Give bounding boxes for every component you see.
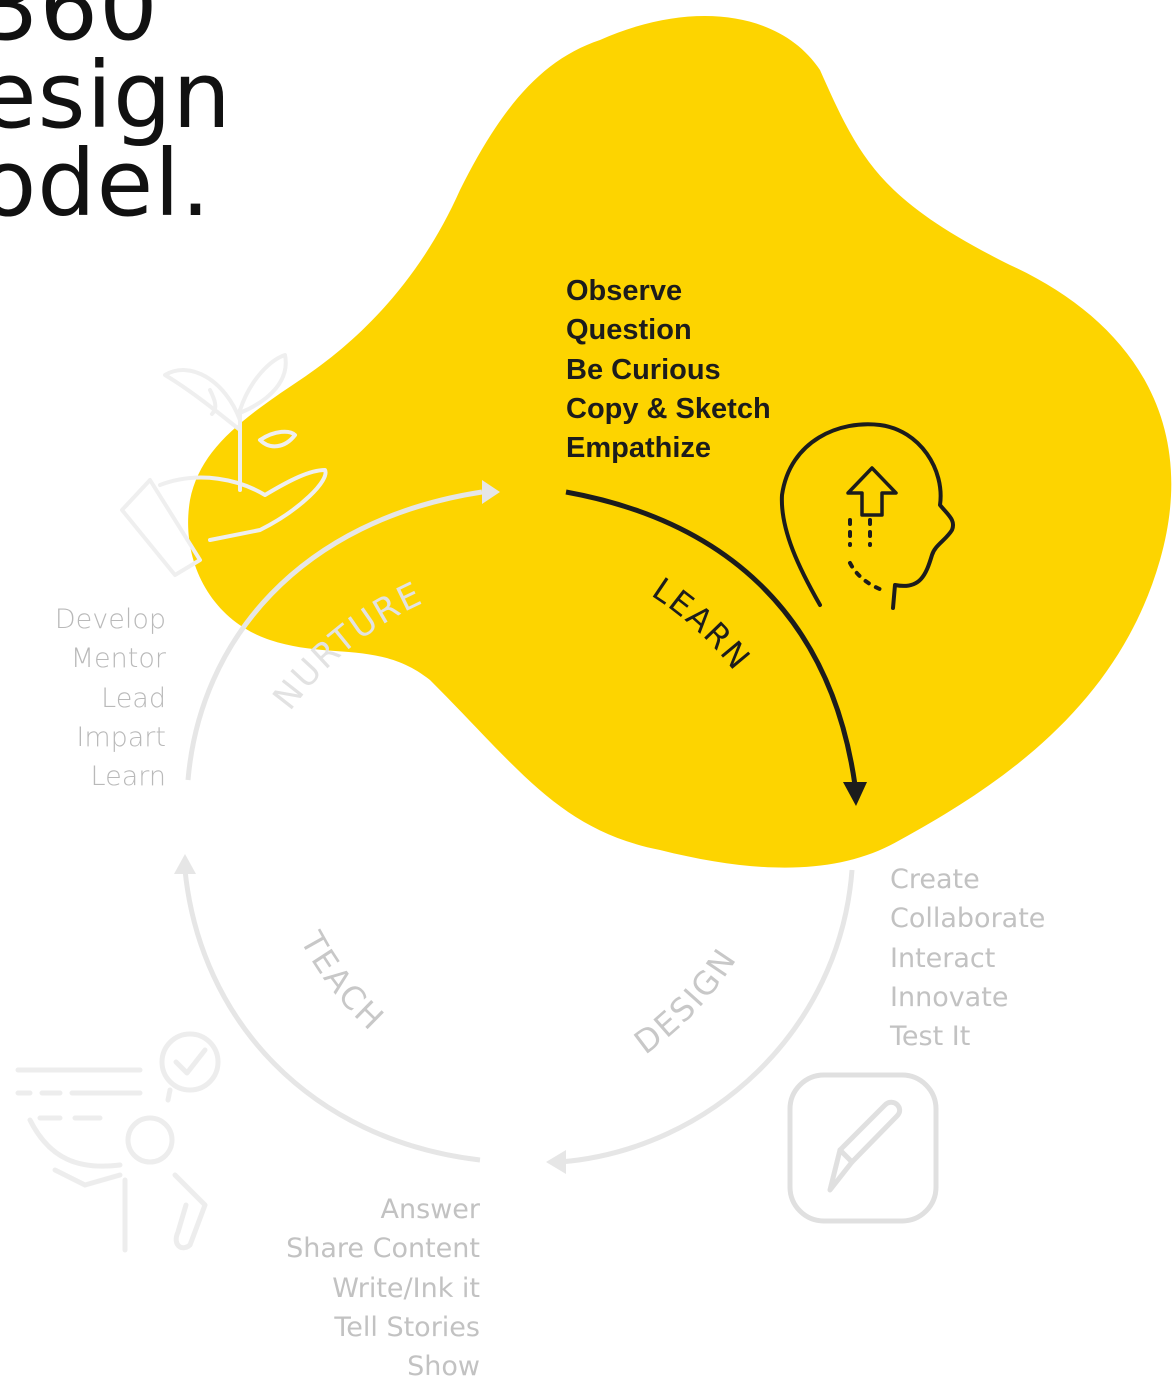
learn-arrow <box>565 489 858 786</box>
nurture-arrowhead <box>482 480 500 504</box>
learn-arrowhead <box>843 782 867 806</box>
list-item: Collaborate <box>890 903 1046 935</box>
learn-activities-list: Observe Question Be Curious Copy & Sketc… <box>566 272 771 468</box>
design-activities-list: Create Collaborate Interact Innovate Tes… <box>890 860 1045 1056</box>
list-item: Learn <box>90 761 166 793</box>
list-item: Create <box>890 864 980 895</box>
list-item: Develop <box>54 604 166 635</box>
teach-activities-list: Answer Share Content Write/Ink it Tell S… <box>286 1190 480 1386</box>
head-idea-icon <box>779 422 955 610</box>
list-item: Tell Stories <box>334 1311 480 1343</box>
presenter-icon <box>15 1031 221 1253</box>
list-item: Write/Ink it <box>332 1272 480 1304</box>
title-line-1: 360 <box>0 0 159 61</box>
title-line-2: esign <box>0 42 232 149</box>
design-arc <box>559 869 855 1165</box>
plant-hand-icon <box>120 353 328 577</box>
list-item: Impart <box>76 721 166 753</box>
list-item: Copy & Sketch <box>566 392 771 425</box>
list-item: Answer <box>380 1194 480 1225</box>
title-line-3: odel. <box>0 130 212 237</box>
teach-arrowhead <box>174 854 196 874</box>
list-item: Observe <box>566 275 683 307</box>
nurture-activities-list: Develop Mentor Lead Impart Learn <box>55 600 166 796</box>
design-arrowhead <box>546 1150 566 1174</box>
teach-arc <box>182 869 481 1163</box>
list-item: Interact <box>890 942 996 974</box>
design-label: DESIGN <box>627 941 744 1062</box>
list-item: Be Curious <box>566 353 721 386</box>
list-item: Lead <box>101 682 166 714</box>
list-item: Empathize <box>566 432 712 465</box>
list-item: Show <box>407 1351 480 1383</box>
list-item: Innovate <box>890 981 1009 1013</box>
page-title: 360 esign odel. <box>0 0 232 237</box>
list-item: Test It <box>890 1021 971 1053</box>
cycle-ring <box>182 489 855 1165</box>
teach-label: TEACH <box>292 924 392 1038</box>
list-item: Share Content <box>286 1233 480 1265</box>
nurture-arc <box>185 489 483 781</box>
pencil-square-icon <box>787 1072 939 1224</box>
highlight-blob <box>188 16 1172 868</box>
list-item: Mentor <box>70 643 166 675</box>
list-item: Question <box>566 314 692 347</box>
